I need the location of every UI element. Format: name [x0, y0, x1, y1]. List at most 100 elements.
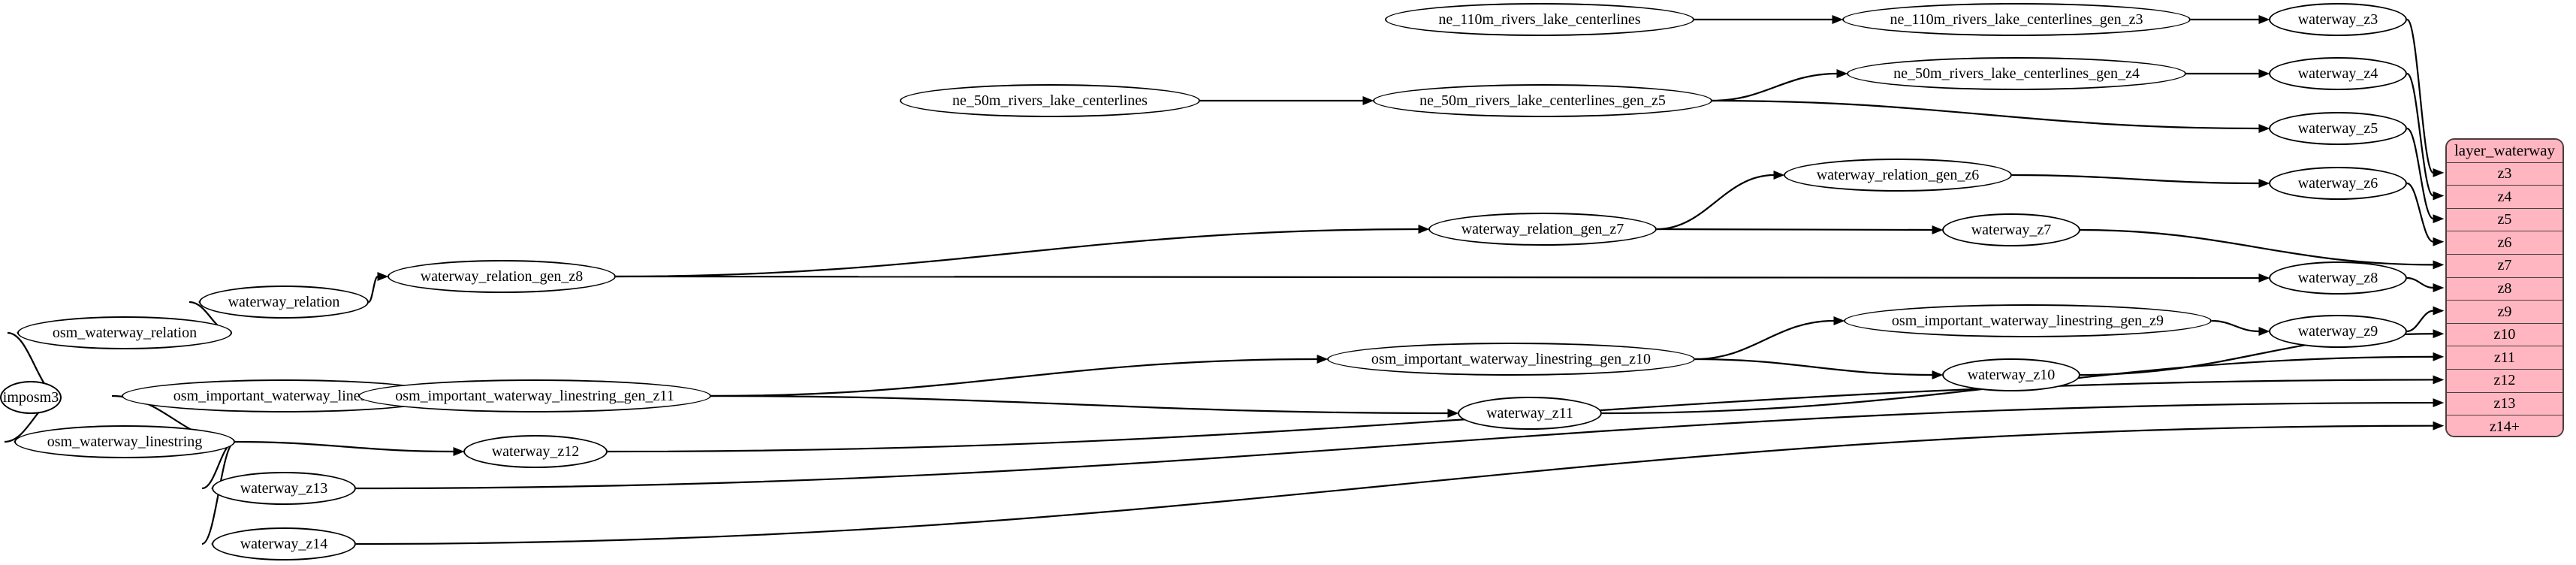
edge-arrowhead: [2433, 168, 2445, 177]
node-waterway_relation_gen_z8[interactable]: waterway_relation_gen_z8: [388, 260, 616, 293]
edge-arrowhead: [2433, 214, 2445, 224]
node-ne_110m_rivers_lake_centerlines[interactable]: ne_110m_rivers_lake_centerlines: [1385, 3, 1694, 36]
node-label: imposm3: [2, 389, 59, 406]
table-row-z6[interactable]: z6: [2447, 231, 2562, 255]
edge-arrowhead: [2258, 179, 2270, 188]
edge-osm_important_waterway_linestring_gen_z10-to-osm_important_waterway_linestring_gen_z9: [1694, 319, 1835, 361]
edge-arrowhead: [2433, 191, 2445, 201]
node-waterway_z8[interactable]: waterway_z8: [2269, 261, 2407, 295]
node-osm_waterway_linestring[interactable]: osm_waterway_linestring: [14, 425, 235, 458]
edge-arrowhead: [1832, 15, 1844, 24]
edge-arrowhead: [2433, 421, 2445, 431]
edge-arrowhead: [1773, 171, 1785, 180]
node-ne_110m_rivers_lake_centerlines_gen_z3[interactable]: ne_110m_rivers_lake_centerlines_gen_z3: [1842, 3, 2191, 36]
node-label: ne_50m_rivers_lake_centerlines: [952, 92, 1148, 109]
edge-waterway_z8-to-layer_waterway.z8: [2406, 276, 2434, 289]
node-label: waterway_relation_gen_z7: [1461, 221, 1624, 237]
edge-arrowhead: [2258, 327, 2270, 336]
node-waterway_z7[interactable]: waterway_z7: [1942, 213, 2080, 246]
table-row-z3[interactable]: z3: [2447, 162, 2562, 186]
edge-arrowhead: [1418, 225, 1430, 234]
table-header: layer_waterway: [2447, 140, 2562, 163]
edge-arrowhead: [2258, 124, 2270, 133]
edge-arrowhead: [1836, 69, 1848, 78]
edge-ne_50m_rivers_lake_centerlines_gen_z5-to-waterway_z5: [1712, 99, 2260, 130]
edge-waterway_z7-to-layer_waterway.z7: [2080, 228, 2434, 266]
node-label: waterway_z11: [1486, 405, 1573, 421]
node-waterway_z13[interactable]: waterway_z13: [212, 472, 356, 505]
node-label: waterway_z3: [2297, 11, 2378, 28]
node-label: waterway_relation_gen_z6: [1816, 167, 1980, 183]
edge-waterway_z6-to-layer_waterway.z6: [2406, 182, 2434, 243]
node-osm_important_waterway_linestring_gen_z11[interactable]: osm_important_waterway_linestring_gen_z1…: [358, 379, 711, 412]
edge-waterway_z4-to-layer_waterway.z4: [2406, 72, 2435, 197]
table-row-z10[interactable]: z10: [2447, 323, 2562, 347]
table-row-z8[interactable]: z8: [2447, 277, 2562, 301]
edge-arrowhead: [1362, 96, 1374, 105]
edge-waterway_z13-to-layer_waterway.z13: [355, 401, 2434, 490]
edge-arrowhead: [2258, 69, 2270, 78]
edge-arrowhead: [1932, 225, 1944, 234]
edge-arrowhead: [2258, 273, 2270, 282]
edge-waterway_z3-to-layer_waterway.z3: [2406, 18, 2435, 174]
edge-waterway_relation_gen_z8-to-waterway_relation_gen_z7: [615, 228, 1419, 278]
edge-ne_50m_rivers_lake_centerlines_gen_z5-to-ne_50m_rivers_lake_centerlines_gen_z4: [1712, 72, 1838, 102]
edge-arrowhead: [2433, 237, 2445, 246]
node-waterway_z3[interactable]: waterway_z3: [2269, 3, 2407, 36]
node-waterway_relation_gen_z6[interactable]: waterway_relation_gen_z6: [1784, 159, 2012, 192]
edge-arrowhead: [2433, 375, 2445, 385]
table-row-z5[interactable]: z5: [2447, 208, 2562, 232]
node-label: waterway_z6: [2297, 175, 2378, 192]
node-waterway_z14[interactable]: waterway_z14: [212, 527, 356, 560]
node-label: waterway_z4: [2297, 65, 2378, 82]
node-ne_50m_rivers_lake_centerlines_gen_z5[interactable]: ne_50m_rivers_lake_centerlines_gen_z5: [1373, 84, 1712, 117]
node-ne_50m_rivers_lake_centerlines_gen_z4[interactable]: ne_50m_rivers_lake_centerlines_gen_z4: [1847, 57, 2186, 90]
edge-waterway_relation_gen_z7-to-waterway_relation_gen_z6: [1656, 174, 1775, 231]
node-waterway_z5[interactable]: waterway_z5: [2269, 112, 2407, 145]
edge-arrowhead: [1447, 409, 1459, 418]
edge-waterway_relation-to-waterway_relation_gen_z8: [367, 275, 379, 304]
node-waterway_z6[interactable]: waterway_z6: [2269, 167, 2407, 200]
table-row-z9[interactable]: z9: [2447, 301, 2562, 324]
table-row-z14+[interactable]: z14+: [2447, 415, 2562, 436]
edge-osm_important_waterway_linestring_gen_z10-to-waterway_z10: [1694, 358, 1933, 376]
edge-arrowhead: [1932, 370, 1944, 379]
edge-arrowhead: [1833, 316, 1845, 325]
node-label: osm_important_waterway_linestring: [173, 388, 395, 404]
edge-arrowhead: [2433, 260, 2445, 270]
node-label: waterway_z10: [1967, 367, 2056, 383]
node-osm_important_waterway_linestring_gen_z10[interactable]: osm_important_waterway_linestring_gen_z1…: [1327, 343, 1695, 376]
table-row-z4[interactable]: z4: [2447, 186, 2562, 209]
node-ne_50m_rivers_lake_centerlines[interactable]: ne_50m_rivers_lake_centerlines: [900, 84, 1200, 117]
node-waterway_relation_gen_z7[interactable]: waterway_relation_gen_z7: [1428, 213, 1657, 246]
node-waterway_z12[interactable]: waterway_z12: [463, 435, 608, 468]
edge-waterway_z5-to-layer_waterway.z5: [2406, 127, 2434, 220]
edge-arrowhead: [1317, 355, 1329, 364]
node-label: waterway_z5: [2297, 120, 2378, 137]
node-label: osm_important_waterway_linestring_gen_z9: [1891, 313, 2164, 329]
node-osm_important_waterway_linestring_gen_z9[interactable]: osm_important_waterway_linestring_gen_z9: [1844, 304, 2212, 337]
node-waterway_z9[interactable]: waterway_z9: [2269, 315, 2407, 348]
table-row-z11[interactable]: z11: [2447, 346, 2562, 370]
node-label: waterway_z8: [2297, 270, 2378, 286]
node-label: waterway_relation: [228, 294, 340, 310]
edge-arrowhead: [2433, 306, 2445, 316]
node-osm_waterway_relation[interactable]: osm_waterway_relation: [17, 316, 232, 349]
edge-arrowhead: [2433, 329, 2445, 339]
node-waterway_relation[interactable]: waterway_relation: [199, 286, 369, 319]
node-waterway_z10[interactable]: waterway_z10: [1942, 358, 2080, 391]
table-row-z13[interactable]: z13: [2447, 392, 2562, 416]
node-label: osm_important_waterway_linestring_gen_z1…: [1371, 351, 1651, 367]
node-label: waterway_z9: [2297, 323, 2378, 340]
table-row-z12[interactable]: z12: [2447, 370, 2562, 393]
edge-arrowhead: [377, 272, 389, 281]
node-imposm3[interactable]: imposm3: [0, 381, 62, 414]
node-waterway_z11[interactable]: waterway_z11: [1458, 397, 1602, 430]
node-label: waterway_relation_gen_z8: [420, 268, 584, 285]
node-waterway_z4[interactable]: waterway_z4: [2269, 57, 2407, 90]
edge-waterway_z14-to-layer_waterway.z14+: [355, 425, 2434, 545]
table-row-z7[interactable]: z7: [2447, 255, 2562, 278]
edge-waterway_z9-to-layer_waterway.z9: [2406, 310, 2434, 333]
